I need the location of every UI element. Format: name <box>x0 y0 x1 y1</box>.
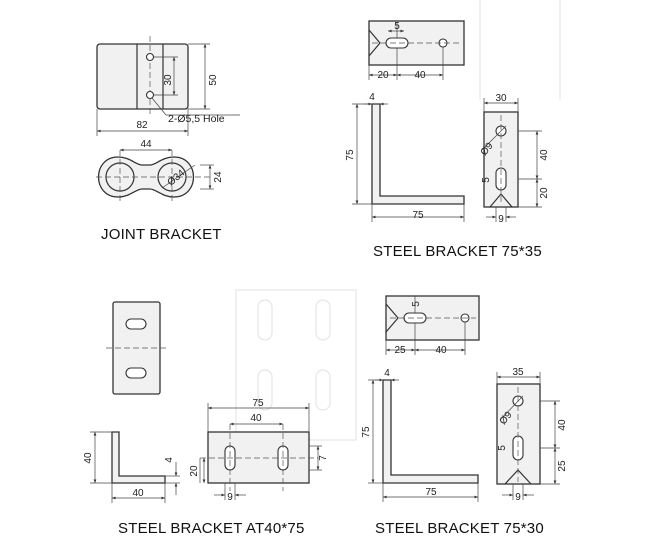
steel-75-35-side-view <box>352 102 465 222</box>
steel-75-30-side-view <box>368 378 479 502</box>
s7530-front-dim-9: 9 <box>515 492 521 503</box>
s7530-side-dim-4: 4 <box>384 368 390 379</box>
steel-75-30-top-view <box>385 295 480 355</box>
s7535-side-dim-4: 4 <box>369 92 375 103</box>
joint-dim-44: 44 <box>140 139 152 150</box>
s7535-top-dim-40: 40 <box>414 70 426 81</box>
dimension-labels: 30 50 2-Ø5,5 Hole 82 44 Ø34 24 5 20 40 4… <box>83 21 568 503</box>
s7535-front-dim-20: 20 <box>539 187 550 199</box>
s7535-front-dim-40: 40 <box>539 149 550 161</box>
s7530-front-dim-35: 35 <box>512 367 524 378</box>
s7535-side-dim-75h: 75 <box>412 210 424 221</box>
s7530-side-dim-75h: 75 <box>425 487 437 498</box>
s7535-side-dim-75v: 75 <box>345 149 356 161</box>
s7535-front-dim-30: 30 <box>495 93 507 104</box>
at40-75-side-view <box>90 431 180 503</box>
background-ghost-drawing <box>235 0 561 441</box>
s7535-front-dim-5: 5 <box>481 177 492 183</box>
s7535-top-dim-20: 20 <box>377 70 389 81</box>
at40-75-front-view <box>199 403 322 500</box>
joint-hole-note: 2-Ø5,5 Hole <box>168 113 225 125</box>
caption-steel-bracket-75-30: STEEL BRACKET 75*30 <box>375 520 544 537</box>
s7530-front-dim-5: 5 <box>497 445 508 451</box>
joint-dim-82: 82 <box>136 120 148 131</box>
joint-bracket-top-view <box>96 36 240 136</box>
joint-dim-50: 50 <box>208 74 219 86</box>
at4075-front-dim-40: 40 <box>250 413 262 424</box>
s7530-top-dim-25: 25 <box>394 345 406 356</box>
at4075-side-dim-40h: 40 <box>132 488 144 499</box>
caption-steel-bracket-at40-75: STEEL BRACKET AT40*75 <box>118 520 305 537</box>
s7535-top-dim-5: 5 <box>394 21 400 32</box>
steel-75-30-front-view <box>496 372 560 500</box>
s7530-front-dim-25: 25 <box>557 460 568 472</box>
caption-joint-bracket: JOINT BRACKET <box>101 226 222 243</box>
s7530-side-dim-75v: 75 <box>361 426 372 438</box>
at4075-front-dim-20: 20 <box>189 465 200 477</box>
s7530-front-dim-40: 40 <box>557 419 568 431</box>
joint-dim-30: 30 <box>163 74 174 86</box>
at4075-side-dim-4: 4 <box>164 457 175 463</box>
steel-75-35-top-view <box>368 20 465 80</box>
caption-steel-bracket-75-35: STEEL BRACKET 75*35 <box>373 243 542 260</box>
s7530-top-dim-40: 40 <box>435 345 447 356</box>
s7535-front-dim-9: 9 <box>498 214 504 225</box>
steel-75-35-front-view <box>481 98 542 222</box>
at4075-front-dim-75: 75 <box>252 398 264 409</box>
at4075-front-dim-7: 7 <box>318 455 329 461</box>
joint-bracket-profile-view <box>96 148 214 204</box>
at4075-side-dim-40v: 40 <box>83 452 94 464</box>
s7530-top-dim-5: 5 <box>411 301 422 307</box>
at4075-front-dim-9: 9 <box>227 492 233 503</box>
joint-dim-24: 24 <box>213 171 224 183</box>
at40-75-top-view <box>106 301 167 395</box>
